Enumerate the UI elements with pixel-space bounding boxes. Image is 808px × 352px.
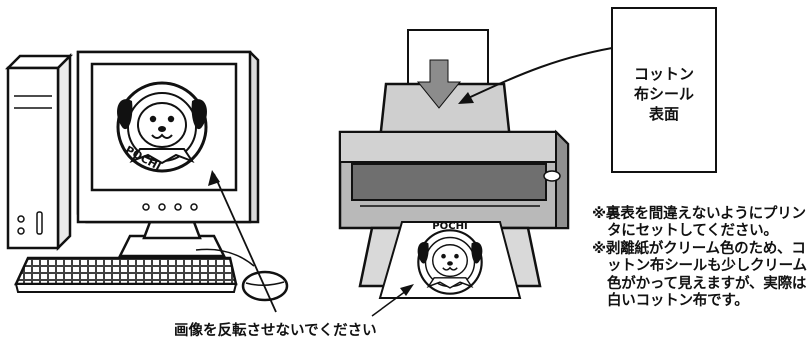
note-release-paper: ※剥離紙がクリーム色のため、コットン布シールも少しクリーム色がかって見えますが、… bbox=[592, 240, 807, 310]
caption: 画像を反転させないでください bbox=[174, 323, 377, 339]
note-orientation: ※裏表を間違えないようにプリンタにセットしてください。 bbox=[592, 206, 806, 240]
paper-label-line-1: コットン bbox=[633, 65, 694, 83]
caption-arrow bbox=[208, 170, 277, 313]
paper-card bbox=[611, 7, 717, 173]
svg-text:POCHI: POCHI bbox=[432, 221, 468, 232]
paper-label-line-3: 表面 bbox=[648, 105, 679, 123]
paper-card-label: コットン 布シール 表面 bbox=[612, 64, 716, 124]
output-sheet: POCHI bbox=[378, 221, 522, 299]
paper-label-line-2: 布シール bbox=[633, 85, 694, 103]
notes: ※裏表を間違えないようにプリンタにセットしてください。 ※剥離紙がクリーム色のた… bbox=[592, 206, 808, 310]
paper-arrow bbox=[458, 45, 625, 104]
output-arrow bbox=[371, 284, 414, 317]
keyboard bbox=[14, 256, 238, 293]
pc-tower bbox=[4, 52, 74, 252]
pochi-logo-screen: POCHI bbox=[115, 81, 209, 173]
feed-arrow bbox=[416, 59, 462, 109]
